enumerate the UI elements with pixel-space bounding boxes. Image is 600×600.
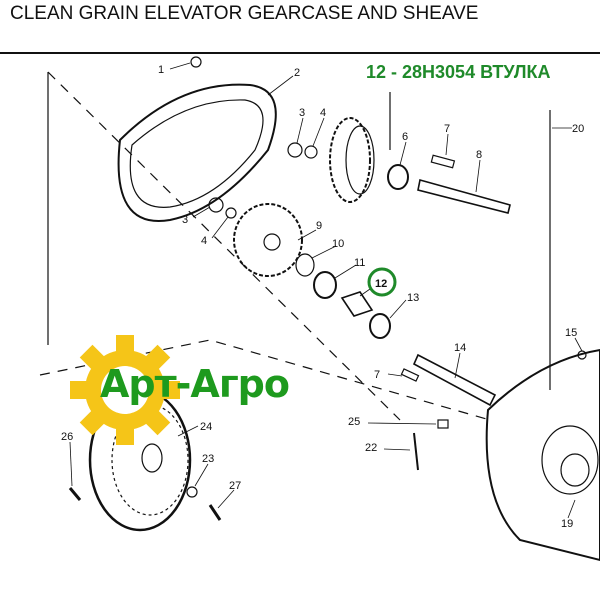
gasket [129,99,264,208]
callout-highlighted: 12 [375,278,387,290]
callout: 14 [454,342,466,354]
callout: 15 [565,327,577,339]
callout: 6 [402,131,408,143]
key-7b [400,368,420,382]
callout: 25 [348,416,360,428]
gear-large-hub [345,125,375,195]
gearcase-housing [485,348,600,562]
callout: 27 [229,480,241,492]
callout: 20 [572,123,584,135]
callout: 10 [332,238,344,250]
callout: 13 [407,292,419,304]
highlight-part-label: 12 - 28H3054 ВТУЛКА [366,62,551,82]
callout: 4 [320,107,326,119]
key-7 [430,154,456,169]
callout: 9 [316,220,322,232]
callout: 24 [200,421,212,433]
logo-text: Арт-Агро [100,362,290,406]
gear-large [329,117,371,203]
bolt-27 [208,504,222,521]
bolt-1 [190,56,202,68]
washer-4 [304,145,318,159]
callout: 1 [158,64,164,76]
callout: 22 [365,442,377,454]
washer-23 [186,486,198,498]
shaft-14 [412,353,497,407]
leader-lines [69,62,583,519]
callout: 7 [444,123,450,135]
sheave-hub [141,443,163,473]
part-25 [437,419,449,429]
snap-ring-10 [295,253,315,277]
bearing-13 [369,313,391,339]
gearcase-cover [117,83,277,222]
callout: 26 [61,431,73,443]
callout: 7 [374,369,380,381]
housing-boss [541,425,599,495]
callout: 2 [294,67,300,79]
sheave-inner [111,404,189,516]
header-divider [0,52,600,54]
highlight-circle [367,267,397,297]
bolt-22 [413,432,419,471]
gear-9 [233,203,303,277]
gear-9-hub [263,233,281,251]
callout: 3 [299,107,305,119]
bushing-12 [340,291,374,317]
bushing-6 [387,164,409,190]
page-title: CLEAN GRAIN ELEVATOR GEARCASE AND SHEAVE [10,3,479,24]
callout: 8 [476,149,482,161]
callout: 23 [202,453,214,465]
nut-3 [287,142,303,158]
bearing-11 [313,271,337,299]
callout: 11 [354,257,365,269]
nut-3b [208,197,224,213]
callout: 19 [561,518,573,530]
bolt-26 [68,487,82,501]
shaft-8 [417,178,511,214]
housing-bore [560,453,590,487]
washer-4b [225,207,237,219]
callout: 4 [201,235,207,247]
callout: 3 [182,214,188,226]
